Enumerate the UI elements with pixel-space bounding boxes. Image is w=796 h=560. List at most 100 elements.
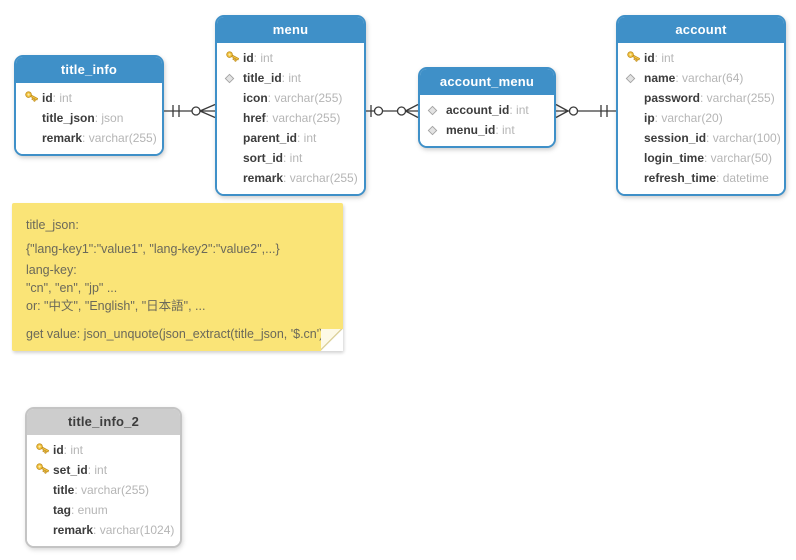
field-type: : varchar(20) xyxy=(654,111,723,125)
field-name: refresh_time xyxy=(644,171,717,185)
diamond-icon xyxy=(224,73,243,84)
table-title[interactable]: title_info_2 xyxy=(27,409,180,435)
key-icon xyxy=(23,90,42,106)
field-type: : int xyxy=(281,71,302,85)
field-type: : varchar(100) xyxy=(706,131,781,145)
field-row-title_id[interactable]: title_id: int xyxy=(217,68,364,88)
diamond-icon xyxy=(427,105,438,115)
field-row-id[interactable]: id: int xyxy=(217,48,364,68)
field-row-title[interactable]: title: varchar(255) xyxy=(27,480,180,500)
field-name: tag xyxy=(53,503,71,517)
field-row-remark[interactable]: remark: varchar(1024) xyxy=(27,520,180,540)
field-name: remark xyxy=(243,171,284,185)
field-type: : varchar(255) xyxy=(700,91,775,105)
note-text: title_json: {"lang-key1":"value1", "lang-… xyxy=(26,213,333,346)
key-icon xyxy=(627,50,640,62)
field-name: menu_id xyxy=(446,123,496,137)
field-type: : int xyxy=(87,463,108,477)
diamond-icon xyxy=(625,73,644,84)
key-icon xyxy=(34,442,53,458)
field-row-sort_id[interactable]: sort_id: int xyxy=(217,148,364,168)
field-type: : int xyxy=(495,123,515,137)
key-icon xyxy=(224,50,243,66)
field-row-session_id[interactable]: session_id: varchar(100) xyxy=(618,128,784,148)
relationship-title_info-menu[interactable] xyxy=(164,100,216,122)
field-type: : json xyxy=(94,111,124,125)
sticky-note[interactable]: title_json: {"lang-key1":"value1", "lang-… xyxy=(12,203,343,351)
key-icon xyxy=(34,462,53,478)
field-type: : enum xyxy=(71,503,108,517)
note-line: or: "中文", "English", "日本語", ... xyxy=(26,299,206,313)
field-name: title_id xyxy=(243,71,282,85)
field-name: session_id xyxy=(644,131,707,145)
field-type: : int xyxy=(63,443,84,457)
diamond-icon xyxy=(427,105,446,116)
field-name: password xyxy=(644,91,701,105)
field-row-login_time[interactable]: login_time: varchar(50) xyxy=(618,148,784,168)
field-row-name[interactable]: name: varchar(64) xyxy=(618,68,784,88)
field-type: : int xyxy=(297,131,317,145)
field-type: : int xyxy=(654,51,675,65)
field-row-set_id[interactable]: set_id: int xyxy=(27,460,180,480)
field-type: : int xyxy=(283,151,303,165)
table-title[interactable]: account xyxy=(618,17,784,43)
field-row-parent_id[interactable]: parent_id: int xyxy=(217,128,364,148)
relationship-account_menu-account[interactable] xyxy=(555,100,616,122)
field-name: account_id xyxy=(446,103,510,117)
diamond-icon xyxy=(427,125,446,136)
field-name: id xyxy=(42,91,53,105)
field-name: remark xyxy=(42,131,83,145)
note-fold-corner-icon xyxy=(321,329,343,351)
field-name: title_json xyxy=(42,111,95,125)
cardinality-exactly-one-end xyxy=(172,105,180,117)
field-name: id xyxy=(53,443,64,457)
field-type: : int xyxy=(253,51,274,65)
field-row-tag[interactable]: tag: enum xyxy=(27,500,180,520)
key-icon xyxy=(226,50,239,62)
field-type: : varchar(50) xyxy=(704,151,773,165)
field-row-id[interactable]: id: int xyxy=(16,88,162,108)
field-row-password[interactable]: password: varchar(255) xyxy=(618,88,784,108)
diamond-icon xyxy=(224,73,235,83)
table-title[interactable]: title_info xyxy=(16,57,162,83)
cardinality-zero-or-many-end xyxy=(191,103,216,119)
field-row-ip[interactable]: ip: varchar(20) xyxy=(618,108,784,128)
note-line: {"lang-key1":"value1", "lang-key2":"valu… xyxy=(26,242,280,256)
field-row-href[interactable]: href: varchar(255) xyxy=(217,108,364,128)
field-type: : datetime xyxy=(716,171,769,185)
field-row-icon[interactable]: icon: varchar(255) xyxy=(217,88,364,108)
field-row-remark[interactable]: remark: varchar(255) xyxy=(217,168,364,188)
table-title[interactable]: account_menu xyxy=(420,69,554,95)
note-line: lang-key: xyxy=(26,263,77,277)
note-line: title_json: xyxy=(26,218,79,232)
field-row-title_json[interactable]: title_json: json xyxy=(16,108,162,128)
key-icon xyxy=(36,462,49,474)
field-type: : varchar(255) xyxy=(74,483,150,497)
field-row-id[interactable]: id: int xyxy=(618,48,784,68)
cardinality-exactly-one-end xyxy=(600,105,608,117)
field-name: remark xyxy=(53,523,94,537)
field-row-id[interactable]: id: int xyxy=(27,440,180,460)
field-type: : varchar(255) xyxy=(265,111,341,125)
note-line: get value: json_unquote(json_extract(tit… xyxy=(26,327,324,341)
field-name: parent_id xyxy=(243,131,298,145)
relationship-menu-account_menu[interactable] xyxy=(366,100,419,122)
field-row-remark[interactable]: remark: varchar(255) xyxy=(16,128,162,148)
table-title[interactable]: menu xyxy=(217,17,364,43)
field-name: id xyxy=(243,51,254,65)
field-name: set_id xyxy=(53,463,88,477)
field-row-account_id[interactable]: account_id: int xyxy=(420,100,554,120)
field-row-menu_id[interactable]: menu_id: int xyxy=(420,120,554,140)
diamond-icon xyxy=(427,125,438,135)
field-row-refresh_time[interactable]: refresh_time: datetime xyxy=(618,168,784,188)
